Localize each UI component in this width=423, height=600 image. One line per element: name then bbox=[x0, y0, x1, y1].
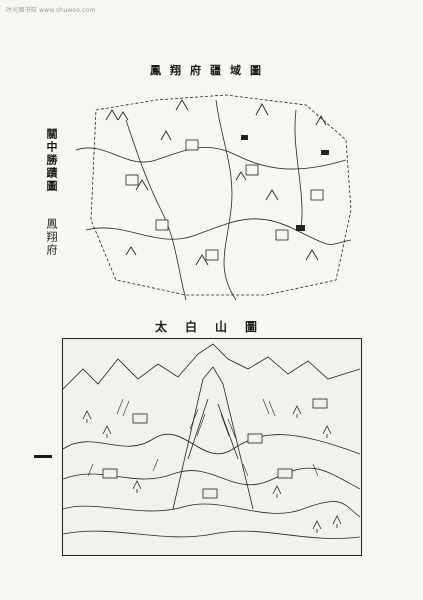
mount-taibai-illustration bbox=[62, 338, 362, 556]
side-title-primary: 關中勝蹟圖 bbox=[45, 128, 58, 193]
mount-taibai-drawing bbox=[63, 343, 361, 539]
page-number: 一 bbox=[34, 455, 52, 458]
map-title: 鳳翔府疆域圖 bbox=[150, 64, 270, 77]
page-number-text: 一 bbox=[34, 448, 44, 463]
watermark: 时光图书馆 www.shuwoo.com bbox=[6, 7, 96, 14]
territory-map-drawing bbox=[75, 94, 352, 301]
side-title-secondary: 鳳翔府 bbox=[45, 218, 58, 257]
mountain-title: 太白山圖 bbox=[154, 320, 275, 334]
territory-map-illustration bbox=[66, 80, 356, 310]
